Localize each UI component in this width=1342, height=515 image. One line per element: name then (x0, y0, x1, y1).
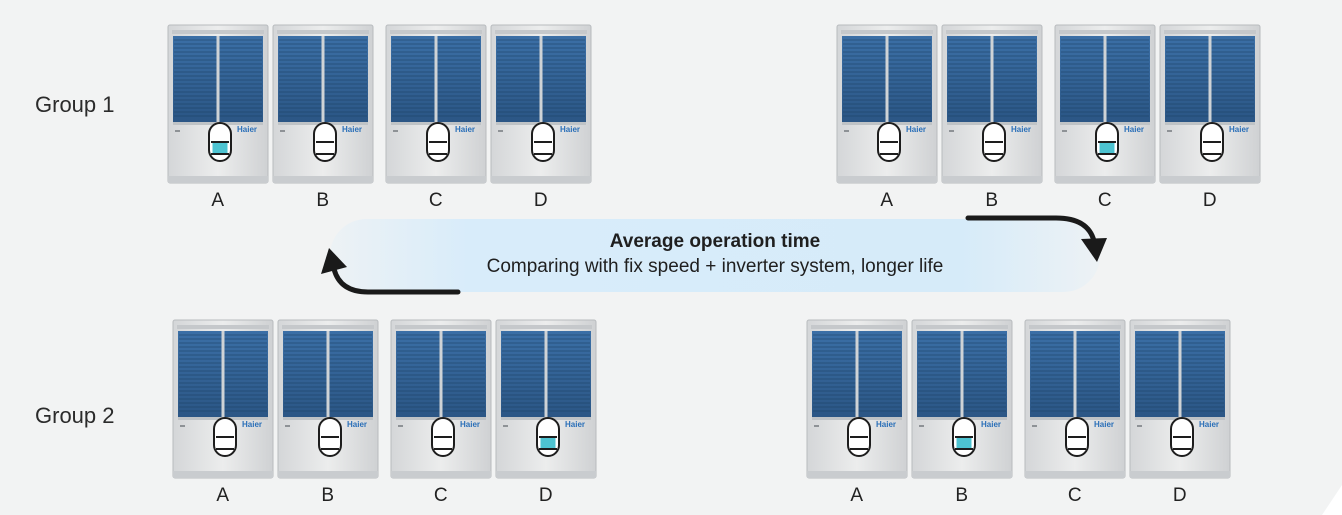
band-title: Average operation time (609, 231, 821, 252)
svg-text:Haier: Haier (347, 420, 367, 429)
outdoor-unit: Haier D (1129, 319, 1231, 506)
svg-text:Haier: Haier (1124, 125, 1144, 134)
unit-letter: C (1067, 485, 1083, 506)
outdoor-unit: Haier B (272, 24, 374, 211)
unit-letter: B (985, 190, 999, 211)
outdoor-unit: Haier A (167, 24, 269, 211)
unit-letter: A (211, 190, 225, 211)
outdoor-unit: Haier C (1024, 319, 1126, 506)
outdoor-unit: Haier B (277, 319, 379, 506)
outdoor-unit-icon: Haier (385, 24, 487, 184)
unit-letter: D (1172, 485, 1188, 506)
outdoor-unit-icon: Haier (1024, 319, 1126, 479)
svg-text:Haier: Haier (455, 125, 475, 134)
svg-text:Haier: Haier (876, 420, 896, 429)
outdoor-unit: Haier C (385, 24, 487, 211)
svg-text:Haier: Haier (1199, 420, 1219, 429)
unit-letter: A (216, 485, 230, 506)
outdoor-unit-icon: Haier (911, 319, 1013, 479)
unit-letter: A (850, 485, 864, 506)
outdoor-unit-icon: Haier (1054, 24, 1156, 184)
outdoor-unit: Haier B (941, 24, 1043, 211)
outdoor-unit-icon: Haier (167, 24, 269, 184)
curved-arrow-right-icon (965, 215, 1107, 262)
outdoor-unit: Haier A (836, 24, 938, 211)
svg-text:Haier: Haier (1229, 125, 1249, 134)
group-2-label: Group 2 (35, 403, 115, 428)
outdoor-unit: Haier D (1159, 24, 1261, 211)
outdoor-unit-icon: Haier (1159, 24, 1261, 184)
outdoor-unit-icon: Haier (495, 319, 597, 479)
svg-text:Haier: Haier (565, 420, 585, 429)
outdoor-unit: Haier A (806, 319, 908, 506)
svg-text:Haier: Haier (242, 420, 262, 429)
band-subtitle: Comparing with fix speed + inverter syst… (486, 256, 944, 277)
outdoor-unit-icon: Haier (277, 319, 379, 479)
group-1-label: Group 1 (35, 92, 115, 117)
outdoor-unit: Haier B (911, 319, 1013, 506)
outdoor-unit-icon: Haier (390, 319, 492, 479)
outdoor-unit-icon: Haier (172, 319, 274, 479)
unit-letter: A (880, 190, 894, 211)
unit-letter: C (1097, 190, 1113, 211)
svg-text:Haier: Haier (981, 420, 1001, 429)
unit-letter: B (316, 190, 330, 211)
outdoor-unit-icon: Haier (806, 319, 908, 479)
svg-text:Haier: Haier (460, 420, 480, 429)
outdoor-unit-icon: Haier (836, 24, 938, 184)
outdoor-unit: Haier D (490, 24, 592, 211)
unit-letter: C (428, 190, 444, 211)
svg-text:Haier: Haier (906, 125, 926, 134)
outdoor-unit-icon: Haier (272, 24, 374, 184)
outdoor-unit-icon: Haier (1129, 319, 1231, 479)
outdoor-unit: Haier A (172, 319, 274, 506)
svg-text:Haier: Haier (1094, 420, 1114, 429)
svg-text:Haier: Haier (342, 125, 362, 134)
unit-letter: B (321, 485, 335, 506)
curved-arrow-left-icon (321, 248, 461, 295)
unit-letter: C (433, 485, 449, 506)
unit-letter: D (533, 190, 549, 211)
svg-text:Haier: Haier (560, 125, 580, 134)
unit-letter: D (1202, 190, 1218, 211)
outdoor-unit: Haier C (390, 319, 492, 506)
unit-letter: D (538, 485, 554, 506)
rotation-band (330, 219, 1100, 292)
outdoor-unit: Haier C (1054, 24, 1156, 211)
svg-text:Haier: Haier (237, 125, 257, 134)
outdoor-unit-icon: Haier (490, 24, 592, 184)
svg-text:Haier: Haier (1011, 125, 1031, 134)
outdoor-unit-icon: Haier (941, 24, 1043, 184)
outdoor-unit: Haier D (495, 319, 597, 506)
unit-letter: B (955, 485, 969, 506)
